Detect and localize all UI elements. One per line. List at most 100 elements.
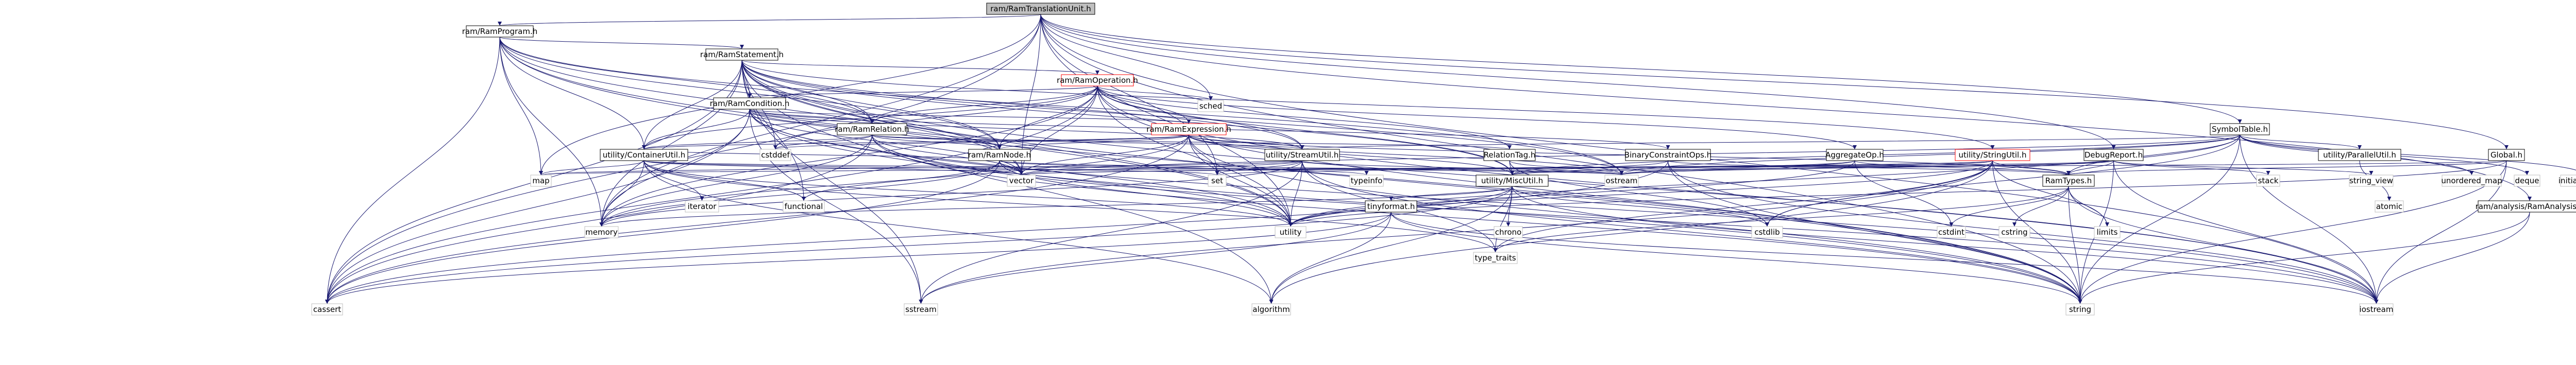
- node-box: [1494, 226, 1523, 238]
- include-edge: [741, 60, 1302, 150]
- node-limits: limits: [2094, 226, 2121, 238]
- edge-arrowhead: [919, 300, 923, 304]
- node-box: [713, 97, 786, 110]
- node-binop[interactable]: BinaryConstraintOps.h: [1624, 149, 1711, 161]
- edge-arrowhead: [1506, 222, 1511, 227]
- node-miscutil[interactable]: utility/MiscUtil.h: [1476, 175, 1549, 187]
- include-edge: [2240, 134, 2576, 171]
- node-ramnode[interactable]: ram/RamNode.h: [968, 149, 1031, 161]
- include-edge: [1854, 160, 2069, 176]
- include-edge: [1992, 160, 2108, 227]
- node-symtab[interactable]: SymbolTable.h: [2210, 123, 2270, 135]
- node-stringutil[interactable]: utility/StringUtil.h: [1955, 149, 2030, 161]
- include-edge: [1271, 160, 1993, 304]
- node-box: [1251, 303, 1291, 316]
- node-box: [584, 226, 619, 238]
- edge-arrowhead: [1187, 119, 1191, 124]
- nodes-layer: ram/RamTranslationUnit.h ram/RamProgram.h…: [311, 3, 2576, 316]
- node-statement[interactable]: ram/RamStatement.h: [700, 48, 784, 61]
- include-edge: [1040, 14, 1217, 176]
- node-operation[interactable]: ram/RamOperation.h: [1057, 74, 1138, 86]
- include-edge: [499, 37, 1622, 176]
- node-expression[interactable]: ram/RamExpression.h: [1146, 123, 1231, 135]
- include-edge: [741, 60, 1513, 176]
- node-reltag[interactable]: RelationTag.h: [1483, 149, 1536, 161]
- include-edge: [1040, 14, 2507, 150]
- node-ramtypes[interactable]: RamTypes.h: [2042, 175, 2095, 187]
- node-box: [2318, 149, 2401, 161]
- node-aggop[interactable]: AggregateOp.h: [1825, 149, 1884, 161]
- include-edge: [1097, 85, 1855, 150]
- include-edge: [499, 14, 1041, 26]
- node-program[interactable]: ram/RamProgram.h: [462, 25, 537, 38]
- node-container[interactable]: utility/ContainerUtil.h: [600, 149, 688, 161]
- node-label: typeinfo: [1351, 176, 1383, 185]
- include-edge: [1217, 160, 1302, 176]
- include-edge: [643, 160, 1622, 176]
- node-label: AggregateOp.h: [1825, 150, 1884, 160]
- include-edge: [1512, 186, 1768, 227]
- include-edge: [749, 85, 1098, 98]
- include-edge: [775, 134, 872, 150]
- include-edge: [1495, 160, 1993, 253]
- node-box: [1061, 74, 1134, 86]
- node-analysis[interactable]: ram/analysis/RamAnalysis.h: [2476, 200, 2576, 213]
- node-box: [1151, 123, 1227, 135]
- include-edge: [872, 134, 1302, 150]
- include-edge: [327, 85, 1098, 304]
- edge-arrowhead: [773, 145, 777, 149]
- include-edge: [2068, 160, 2114, 176]
- node-streamutil[interactable]: utility/StreamUtil.h: [1264, 149, 1340, 161]
- include-edge: [499, 37, 872, 124]
- node-label: utility/StreamUtil.h: [1266, 150, 1338, 160]
- include-edge: [1097, 85, 2080, 304]
- include-edge: [741, 60, 1272, 304]
- node-label: cstdlib: [1754, 228, 1780, 237]
- node-map: map: [530, 175, 552, 187]
- node-box: [705, 48, 778, 61]
- include-edge: [601, 160, 1000, 227]
- include-edge: [2113, 160, 2377, 304]
- node-label: RelationTag.h: [1484, 150, 1536, 160]
- node-global[interactable]: Global.h: [2488, 149, 2525, 161]
- node-box: [1349, 175, 1384, 187]
- node-label: sched: [1199, 101, 1222, 111]
- include-edge: [601, 85, 1098, 227]
- edge-arrowhead: [2066, 171, 2071, 175]
- node-box: [2094, 226, 2121, 238]
- include-edge: [1302, 160, 2080, 304]
- include-edge: [327, 212, 1392, 304]
- node-relation[interactable]: ram/RamRelation.h: [835, 123, 909, 135]
- node-algorithm: algorithm: [1251, 303, 1291, 316]
- edge-arrowhead: [1269, 300, 1274, 304]
- node-tinyformat[interactable]: tinyformat.h: [1365, 200, 1417, 213]
- include-edge: [601, 134, 1189, 227]
- node-parallel[interactable]: utility/ParallelUtil.h: [2318, 149, 2401, 161]
- node-debug[interactable]: DebugReport.h: [2083, 149, 2144, 161]
- node-unordered_map: unordered_map: [2441, 175, 2502, 187]
- node-label: vector: [1009, 176, 1034, 185]
- node-stmtIO[interactable]: ram/RamTranslationUnit.h: [986, 3, 1095, 15]
- include-edge: [1621, 160, 1855, 176]
- edge-arrowhead: [2238, 119, 2242, 124]
- node-sstream: sstream: [904, 303, 938, 316]
- include-edge: [1290, 134, 2240, 227]
- node-box: [1955, 149, 2030, 161]
- include-edge: [2068, 186, 2080, 304]
- node-label: BinaryConstraintOps.h: [1624, 150, 1711, 160]
- node-condition[interactable]: ram/RamCondition.h: [710, 97, 790, 110]
- node-label: iostream: [2360, 305, 2394, 314]
- include-edge: [1271, 212, 1392, 304]
- node-label: utility/MiscUtil.h: [1481, 176, 1543, 185]
- edge-arrowhead: [997, 145, 1002, 149]
- edge-arrowhead: [1853, 145, 1857, 149]
- node-box: [2359, 303, 2394, 316]
- include-edge: [643, 160, 1022, 176]
- include-edge: [749, 109, 872, 124]
- include-edge: [1021, 160, 1302, 176]
- include-edge: [749, 109, 1302, 150]
- node-label: map: [532, 176, 549, 185]
- include-edge: [1040, 14, 2240, 124]
- node-box: [2514, 175, 2540, 187]
